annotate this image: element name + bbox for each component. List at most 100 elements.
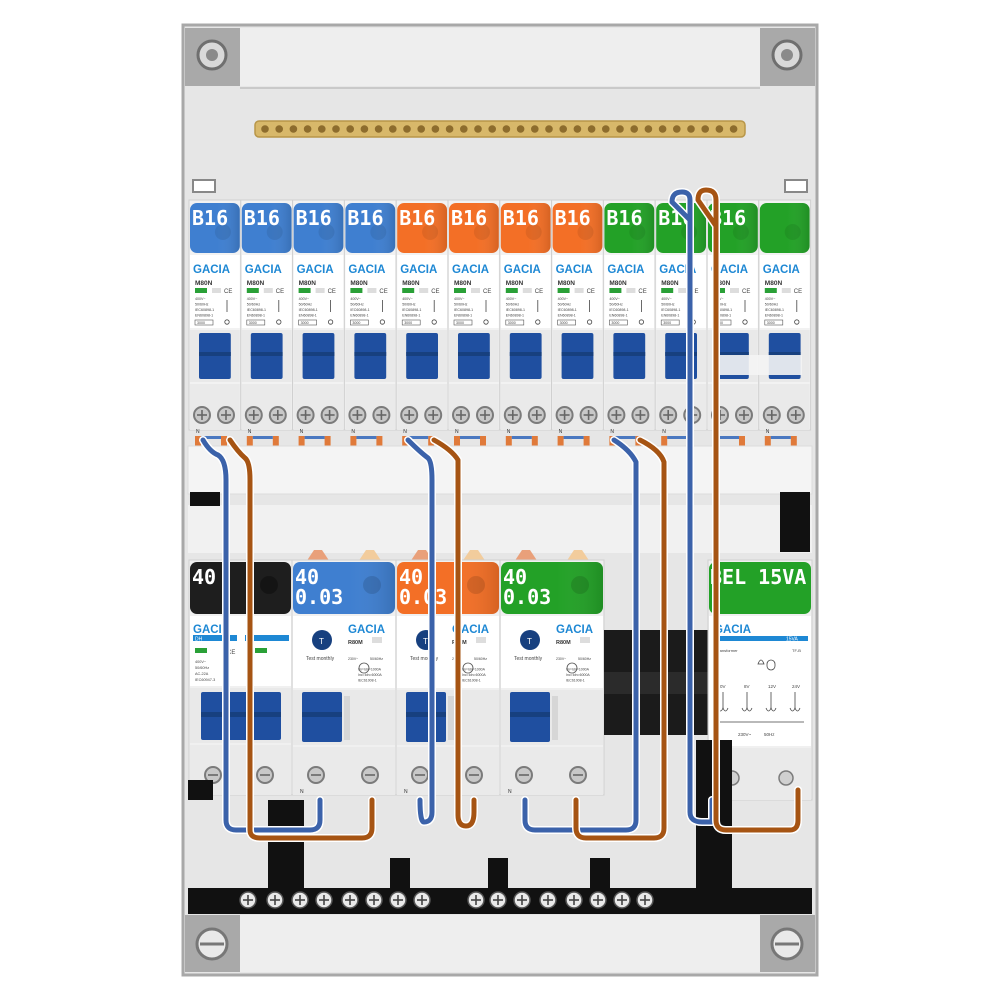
test-button[interactable] — [312, 630, 332, 650]
rcd-spec-line: 230V~ — [348, 657, 358, 661]
rcd-spec-line: Inc=Idn=6000A — [358, 673, 382, 677]
mcb-spec-line: EN60898-1 — [454, 314, 472, 318]
main-switch-model: DH — [195, 637, 203, 643]
transformer-code: TF-B — [792, 648, 801, 653]
neutral-wire — [200, 437, 323, 833]
neutral-wire — [669, 189, 715, 825]
terminal-screw-icon — [778, 770, 794, 786]
mcb-spec-line: 400V~ — [195, 297, 206, 301]
comb-busbar-cover — [187, 445, 813, 495]
mcb-spec-line: IEC60898-1 — [350, 308, 369, 312]
rcd-spec-line: Im=Idn=1000A — [462, 668, 486, 672]
terminal-label: N — [196, 429, 200, 435]
terminal-label: N — [300, 429, 304, 435]
mcb-breaker: B16GACIAM80NCE400V~50/60HzIEC60898-1EN60… — [292, 199, 345, 448]
transformer-rating: 15VA — [786, 637, 799, 643]
mcb-spec-line: IEC60898-1 — [402, 308, 421, 312]
earth-terminal-hole — [658, 125, 667, 133]
rcd-sensitivity: 0.03 — [503, 585, 551, 609]
mcb-row: B16GACIAM80NCE400V~50/60HzIEC60898-1EN60… — [188, 199, 812, 448]
mcb-breaking-capacity: 3000 — [197, 321, 205, 325]
mcb-breaking-capacity: 3000 — [352, 321, 360, 325]
ce-mark: CE — [742, 289, 750, 295]
earth-terminal-hole — [403, 125, 411, 133]
wiring-duct — [188, 505, 812, 553]
mcb-breaking-capacity: 3000 — [456, 321, 464, 325]
mcb-breaking-capacity: 3000 — [404, 321, 412, 325]
mcb-spec-line: 400V~ — [299, 297, 310, 301]
brand-logo: GACIA — [556, 624, 593, 636]
test-instruction: Test monthly — [514, 656, 543, 662]
mcb-model: M80N — [609, 280, 627, 287]
mcb-spec-line: EN60898-1 — [350, 314, 368, 318]
ce-mark: CE — [638, 289, 646, 295]
mcb-breaking-capacity: 3000 — [249, 321, 257, 325]
rcd-rating: 40 — [295, 565, 319, 589]
ce-mark: CE — [690, 289, 698, 295]
earth-busbar — [254, 120, 746, 138]
rcd-spec-line: Inc=Idn=6000A — [566, 673, 590, 677]
ce-mark: CE — [587, 289, 595, 295]
mcb-rating-label: B16 — [555, 206, 591, 230]
main-switch-spec-line: 400V~ — [195, 660, 207, 664]
transformer-title: Transformer — [716, 648, 738, 653]
mcb-spec-line: 50/60Hz — [609, 303, 623, 307]
corner-screw-icon — [185, 28, 240, 86]
terminal-label: N — [507, 429, 511, 435]
live-wire — [227, 437, 375, 841]
brand-logo: GACIA — [452, 264, 489, 276]
mcb-spec-line: 50/60Hz — [299, 303, 313, 307]
mcb-spec-line: IEC60898-1 — [661, 308, 680, 312]
rail-end-block — [780, 492, 810, 552]
earth-terminal-hole — [602, 125, 610, 133]
brand-logo: GACIA — [763, 264, 800, 276]
rcd-sensitivity: 0.03 — [399, 585, 447, 609]
earth-terminal-hole — [616, 125, 624, 133]
mcb-spec-line: 400V~ — [402, 297, 413, 301]
terminal-label: N — [351, 429, 355, 435]
mcb-spec-line: 50/60Hz — [765, 303, 779, 307]
status-indicator — [764, 288, 777, 293]
mcb-breaker: B16GACIAM80NCE400V~50/60HzIEC60898-1EN60… — [240, 199, 294, 448]
earth-terminal-hole — [445, 125, 454, 133]
rcd-spec-line: 50/60Hz — [474, 657, 487, 661]
mcb-breaker: B16GACIAM80NCE400V~50/60HzIEC60898-1EN60… — [551, 199, 604, 448]
mcb-spec-line: EN60898-1 — [402, 314, 420, 318]
rcd-spec-line: 230V~ — [556, 657, 566, 661]
rcd-sensitivity: 0.03 — [295, 585, 343, 609]
transformer-tap-label: 0V — [720, 684, 726, 689]
mcb-spec-line: IEC60898-1 — [299, 308, 318, 312]
rail-clip — [784, 179, 808, 193]
earth-terminal-hole — [374, 125, 383, 133]
mcb-spec-line: 400V~ — [558, 297, 569, 301]
transformer-label: BEL 15VA — [710, 565, 806, 589]
mcb-breaker: B16GACIAM80NCE400V~50/60HzIEC60898-1EN60… — [654, 199, 708, 448]
terminal-label: N — [766, 429, 770, 435]
earth-terminal-hole — [275, 125, 284, 133]
rcd-spec-line: 50/60Hz — [578, 657, 591, 661]
mcb-rating-label: B16 — [399, 206, 435, 230]
test-button-label: T — [527, 637, 532, 646]
earth-terminal-hole — [318, 125, 326, 133]
ce-mark: CE — [276, 289, 284, 295]
mcb-breaker: B16GACIAM80NCE400V~50/60HzIEC60898-1EN60… — [395, 199, 449, 448]
earth-terminal-hole — [729, 125, 738, 133]
mcb-model: M80N — [765, 280, 783, 287]
earth-terminal-hole — [346, 125, 355, 133]
terminal-label: N — [300, 789, 304, 795]
earth-terminal-hole — [389, 125, 397, 133]
brand-logo: GACIA — [193, 264, 230, 276]
live-wire — [573, 437, 667, 841]
mcb-model: M80N — [661, 280, 679, 287]
bottom-cover — [240, 915, 760, 972]
status-indicator — [350, 288, 363, 293]
brand-logo: GACIA — [504, 264, 541, 276]
mcb-spec-line: 50/60Hz — [402, 303, 416, 307]
ce-mark: CE — [483, 289, 491, 295]
test-button[interactable] — [520, 630, 540, 650]
mcb-rating-label: B16 — [192, 206, 228, 230]
ce-mark: CE — [379, 289, 387, 295]
